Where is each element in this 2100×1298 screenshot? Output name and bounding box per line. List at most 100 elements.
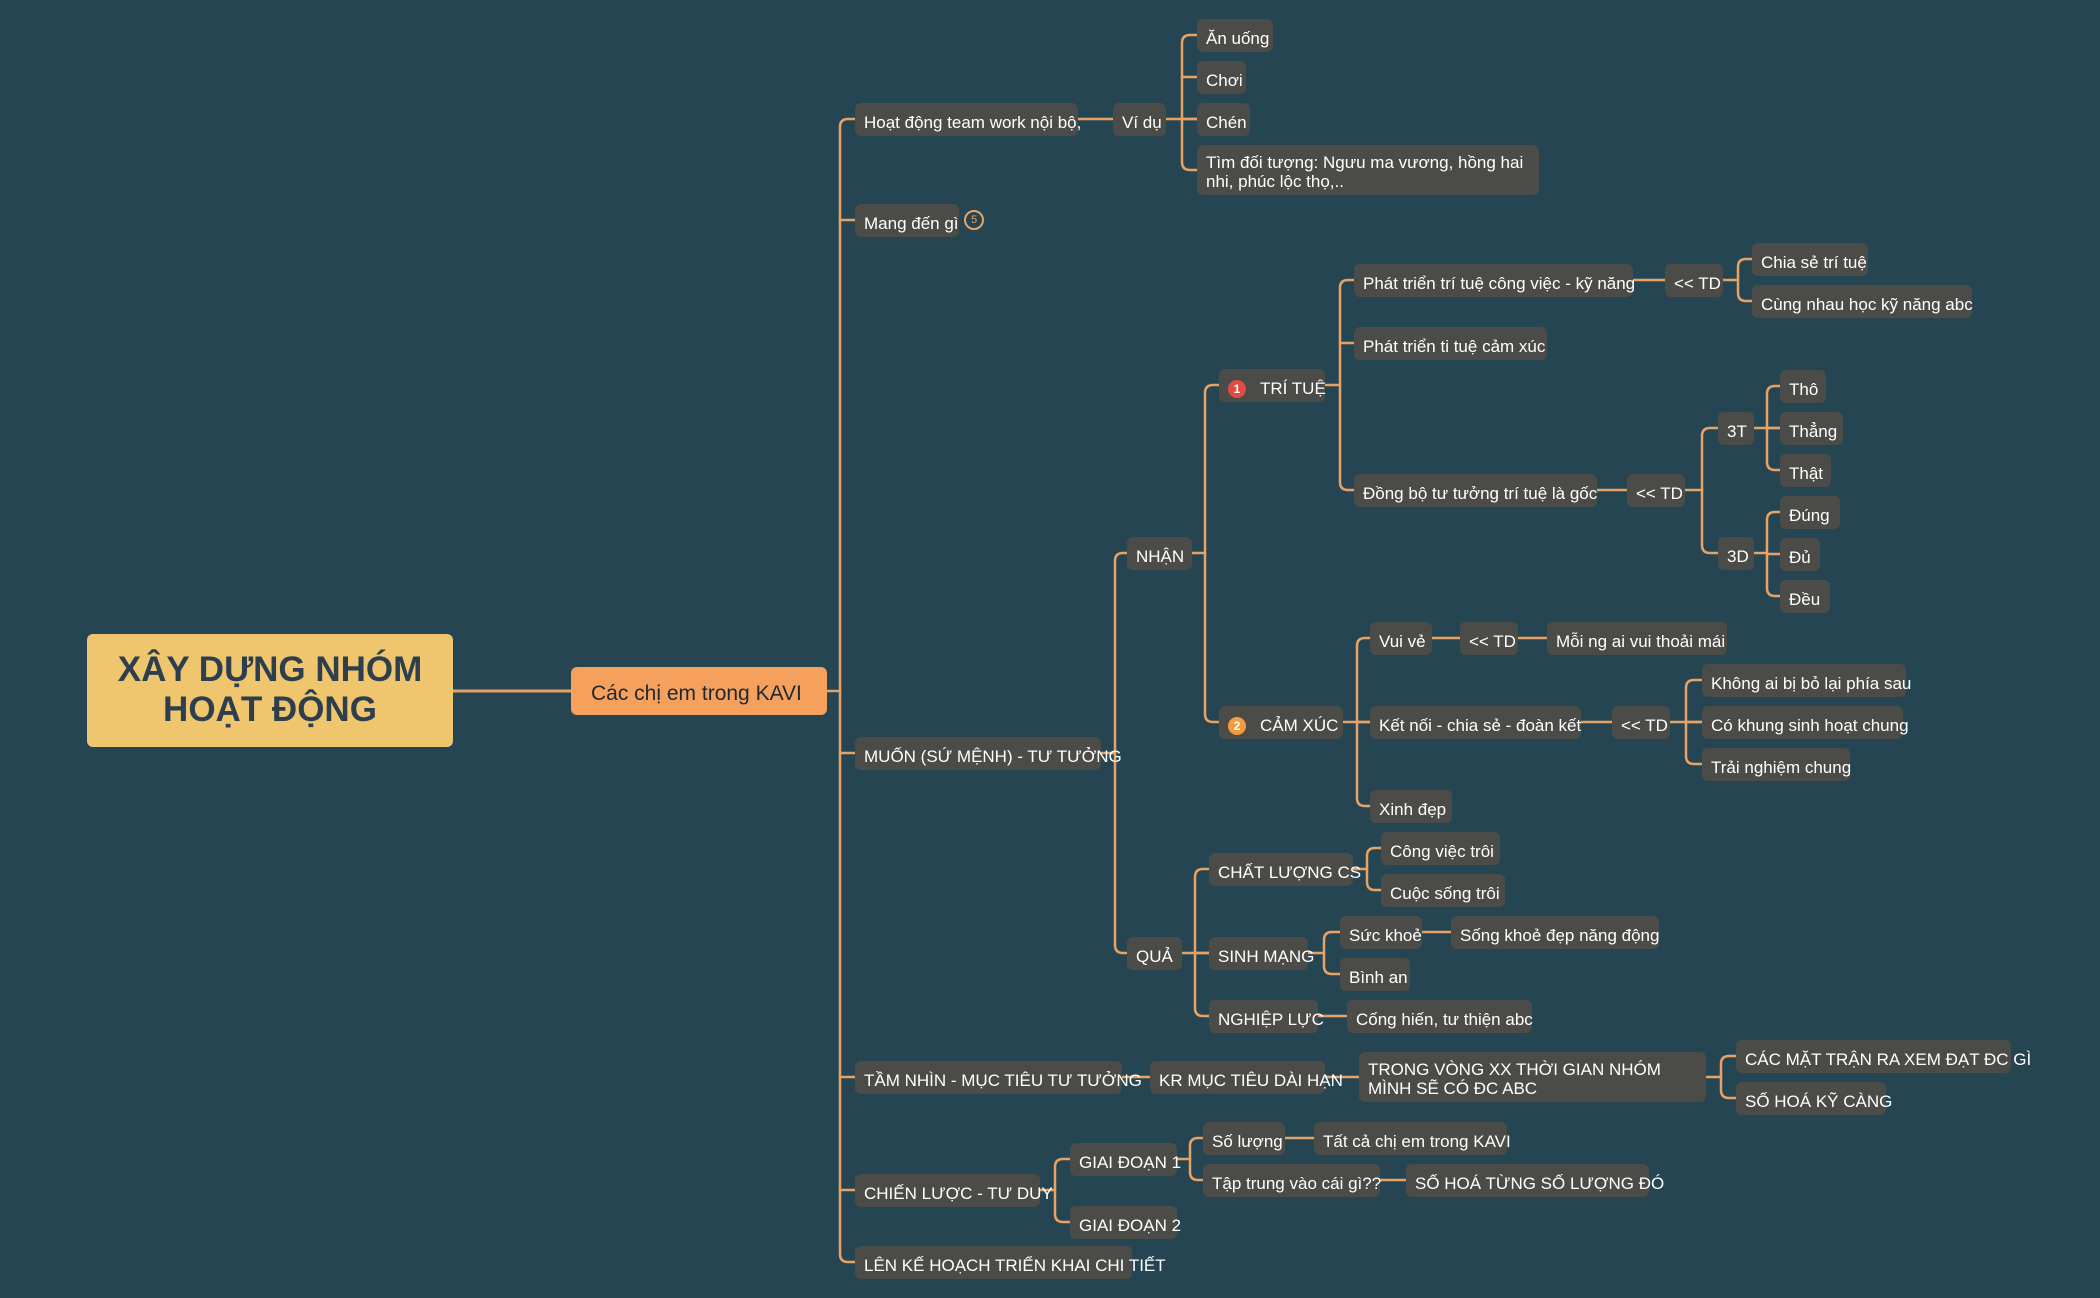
branch-line <box>1684 720 1704 766</box>
branch-line <box>1193 951 1211 1018</box>
branch-line <box>1365 867 1383 892</box>
branch-line <box>1322 951 1342 976</box>
topic-kr[interactable]: KR MỤC TIÊU DÀI HẠN <box>1150 1061 1343 1094</box>
topic-an-uong[interactable]: Ăn uống <box>1197 19 1273 52</box>
topic-deu[interactable]: Đều <box>1780 580 1830 613</box>
topic-len-ke-hoach[interactable]: LÊN KẾ HOẠCH TRIỂN KHAI CHI TIẾT <box>855 1246 1166 1279</box>
branch-line <box>1180 33 1199 121</box>
topic-tho[interactable]: Thô <box>1780 370 1826 403</box>
topic-du[interactable]: Đủ <box>1780 538 1820 571</box>
branch-line <box>838 117 857 693</box>
branch-line <box>1203 551 1221 724</box>
main-topic-label: Các chị em trong KAVI <box>591 682 802 705</box>
branch-line <box>1053 1188 1072 1224</box>
topic-3d[interactable]: 3D <box>1718 537 1754 570</box>
topic-so-hoa-ky[interactable]: SỐ HOÁ KỸ CÀNG <box>1736 1082 1892 1115</box>
branch-line <box>1322 930 1342 955</box>
branch-line <box>1719 1054 1738 1079</box>
branch-line <box>1765 384 1782 430</box>
topic-td-3[interactable]: << TD <box>1460 622 1518 655</box>
topic-song-khoe[interactable]: Sống khoẻ đẹp năng động <box>1451 916 1659 949</box>
topic-so-luong[interactable]: Số lượng <box>1203 1122 1285 1155</box>
branch-line <box>1193 867 1211 955</box>
topic-co-khung[interactable]: Có khung sinh hoạt chung <box>1702 706 1909 739</box>
topic-tam-nhin[interactable]: TẦM NHÌN - MỤC TIÊU TƯ TƯỞNG <box>855 1061 1142 1094</box>
topic-td-1[interactable]: << TD <box>1665 264 1723 297</box>
topic-td-4[interactable]: << TD <box>1612 706 1670 739</box>
topic-cong-viec-troi[interactable]: Công việc trôi <box>1381 832 1500 865</box>
topic-pt-ti-tue-cam-xuc[interactable]: Phát triển ti tuệ cảm xúc <box>1354 327 1547 360</box>
branch-line <box>1180 117 1199 172</box>
topic-muon[interactable]: MUỐN (SỨ MỆNH) - TƯ TƯỞNG <box>855 737 1122 770</box>
branch-line <box>1338 278 1356 387</box>
topic-giai-doan-1[interactable]: GIAI ĐOẠN 1 <box>1070 1143 1181 1176</box>
topic-sinh-mang[interactable]: SINH MẠNG <box>1209 937 1314 970</box>
topic-thang[interactable]: Thẳng <box>1780 412 1843 445</box>
main-topic[interactable]: Các chị em trong KAVI <box>571 667 827 715</box>
branch-line <box>1053 1157 1072 1192</box>
branch-line <box>1113 751 1129 955</box>
topic-cung-nhau-hoc[interactable]: Cùng nhau học kỹ năng abc <box>1752 285 1973 318</box>
topic-td-2[interactable]: << TD <box>1627 474 1685 507</box>
collapsed-children-count[interactable]: 5 <box>964 210 984 230</box>
topic-3t[interactable]: 3T <box>1718 412 1754 445</box>
topic-tri-tue-label: TRÍ TUỆ <box>1260 379 1326 398</box>
topic-mang-den-gi[interactable]: Mang đến gì <box>855 204 959 237</box>
branch-line <box>1188 1157 1205 1182</box>
branch-line <box>1700 426 1720 492</box>
priority-2-icon: 2 <box>1228 717 1246 735</box>
topic-pt-tri-tue-cv[interactable]: Phát triển trí tuệ công việc - kỹ năng <box>1354 264 1635 297</box>
branch-line <box>1338 383 1356 492</box>
topic-tap-trung[interactable]: Tập trung vào cái gì?? <box>1203 1164 1381 1197</box>
branch-line <box>1736 278 1754 303</box>
topic-cam-xuc-label: CẢM XÚC <box>1260 716 1339 735</box>
topic-trong-vong[interactable]: TRONG VÒNG XX THỜI GIAN NHÓM MÌNH SẼ CÓ … <box>1359 1052 1706 1102</box>
branch-line <box>1684 678 1704 724</box>
topic-tat-ca[interactable]: Tất cả chị em trong KAVI <box>1314 1122 1511 1155</box>
topic-cong-hien[interactable]: Cống hiến, tư thiện abc <box>1347 1000 1533 1033</box>
branch-line <box>1765 426 1782 472</box>
branch-line <box>1188 1136 1205 1161</box>
branch-line <box>838 689 857 1264</box>
topic-xinh-dep[interactable]: Xinh đẹp <box>1370 790 1452 823</box>
topic-chat-luong[interactable]: CHẤT LƯỢNG CS <box>1209 853 1361 886</box>
topic-nhan[interactable]: NHẬN <box>1127 537 1192 570</box>
branch-line <box>1355 636 1372 724</box>
topic-giai-doan-2[interactable]: GIAI ĐOẠN 2 <box>1070 1206 1181 1239</box>
topic-cac-mat-tran[interactable]: CÁC MẶT TRẬN RA XEM ĐẠT ĐC GÌ <box>1736 1040 2031 1073</box>
topic-trai-nghiem[interactable]: Trải nghiệm chung <box>1702 748 1851 781</box>
branch-line <box>1719 1075 1738 1100</box>
topic-vui-ve[interactable]: Vui vẻ <box>1370 622 1432 655</box>
topic-moi-ng[interactable]: Mỗi ng ai vui thoải mái <box>1547 622 1727 655</box>
topic-choi[interactable]: Chơi <box>1197 61 1246 94</box>
topic-suc-khoe[interactable]: Sức khoẻ <box>1340 916 1422 949</box>
topic-tim-doi-tuong[interactable]: Tìm đối tượng: Ngưu ma vương, hồng hai n… <box>1197 145 1539 195</box>
topic-cam-xuc[interactable]: 2 CẢM XÚC <box>1219 706 1343 739</box>
topic-dong-bo[interactable]: Đồng bộ tư tưởng trí tuệ là gốc <box>1354 474 1597 507</box>
branch-line <box>1765 551 1782 598</box>
branch-line <box>1203 383 1221 555</box>
topic-ket-noi[interactable]: Kết nối - chia sẻ - đoàn kết <box>1370 706 1581 739</box>
branch-line <box>1365 846 1383 871</box>
branch-line <box>1736 257 1754 282</box>
topic-qua[interactable]: QUẢ <box>1127 937 1182 970</box>
topic-chien-luoc[interactable]: CHIẾN LƯỢC - TƯ DUY <box>855 1174 1053 1207</box>
topic-so-hoa-tung[interactable]: SỐ HOÁ TỪNG SỐ LƯỢNG ĐÓ <box>1406 1164 1664 1197</box>
branch-line <box>1765 510 1782 555</box>
root-topic[interactable]: XÂY DỰNG NHÓM HOẠT ĐỘNG <box>87 634 453 747</box>
topic-that[interactable]: Thật <box>1780 454 1831 487</box>
branch-line <box>1113 551 1129 755</box>
topic-nghiep-luc[interactable]: NGHIỆP LỰC <box>1209 1000 1324 1033</box>
root-topic-label: XÂY DỰNG NHÓM HOẠT ĐỘNG <box>117 650 423 729</box>
topic-khong-ai[interactable]: Không ai bị bỏ lại phía sau <box>1702 664 1911 697</box>
topic-chia-se-tri-tue[interactable]: Chia sẻ trí tuệ <box>1752 243 1868 276</box>
topic-hoat-dong[interactable]: Hoạt động team work nội bộ, <box>855 103 1081 136</box>
topic-cuoc-song-troi[interactable]: Cuộc sống trôi <box>1381 874 1505 907</box>
topic-binh-an[interactable]: Bình an <box>1340 958 1410 991</box>
topic-vi-du[interactable]: Ví dụ <box>1113 103 1166 136</box>
topic-dung[interactable]: Đúng <box>1780 496 1840 529</box>
topic-chen[interactable]: Chén <box>1197 103 1250 136</box>
